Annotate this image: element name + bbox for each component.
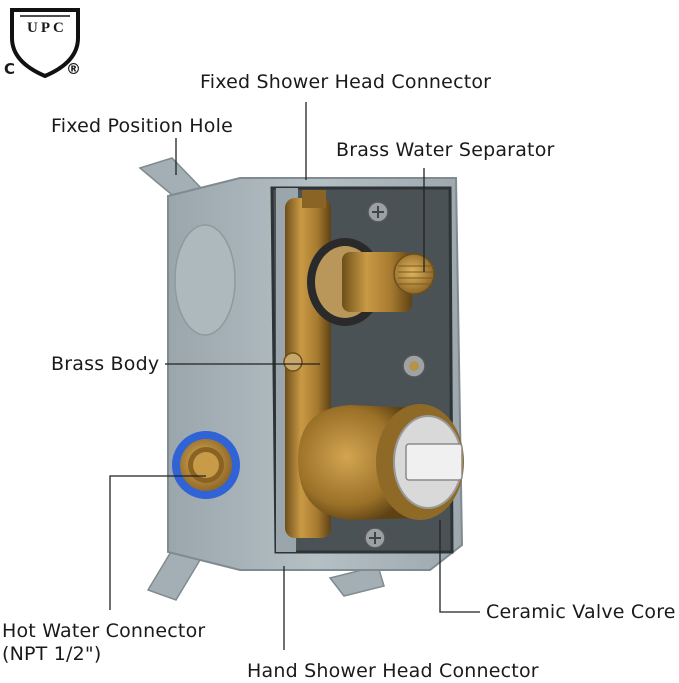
label-ceramic-valve-core: Ceramic Valve Core: [486, 601, 676, 623]
logo-left-mark: C: [4, 60, 16, 78]
logo-right-mark: ®: [66, 60, 82, 78]
screws: [283, 201, 426, 549]
upc-seal-text: UPC: [27, 20, 67, 36]
label-hot-water-connector: Hot Water Connector (NPT 1/2"): [2, 620, 206, 665]
leader-hot-water: [109, 475, 206, 610]
leader-ceramic-core: [439, 520, 480, 613]
label-fixed-shower-head-connector: Fixed Shower Head Connector: [200, 71, 492, 93]
valve-core-shape: [298, 404, 464, 520]
upc-logo: [10, 8, 80, 79]
label-fixed-position-hole: Fixed Position Hole: [51, 115, 233, 137]
water-separator-shape: [307, 238, 435, 326]
label-brass-body: Brass Body: [51, 353, 160, 375]
label-hand-shower-head-connector: Hand Shower Head Connector: [247, 660, 539, 682]
hot-water-connector-shape: [172, 431, 240, 499]
leader-lines: [109, 102, 480, 650]
label-brass-water-separator: Brass Water Separator: [336, 139, 555, 161]
